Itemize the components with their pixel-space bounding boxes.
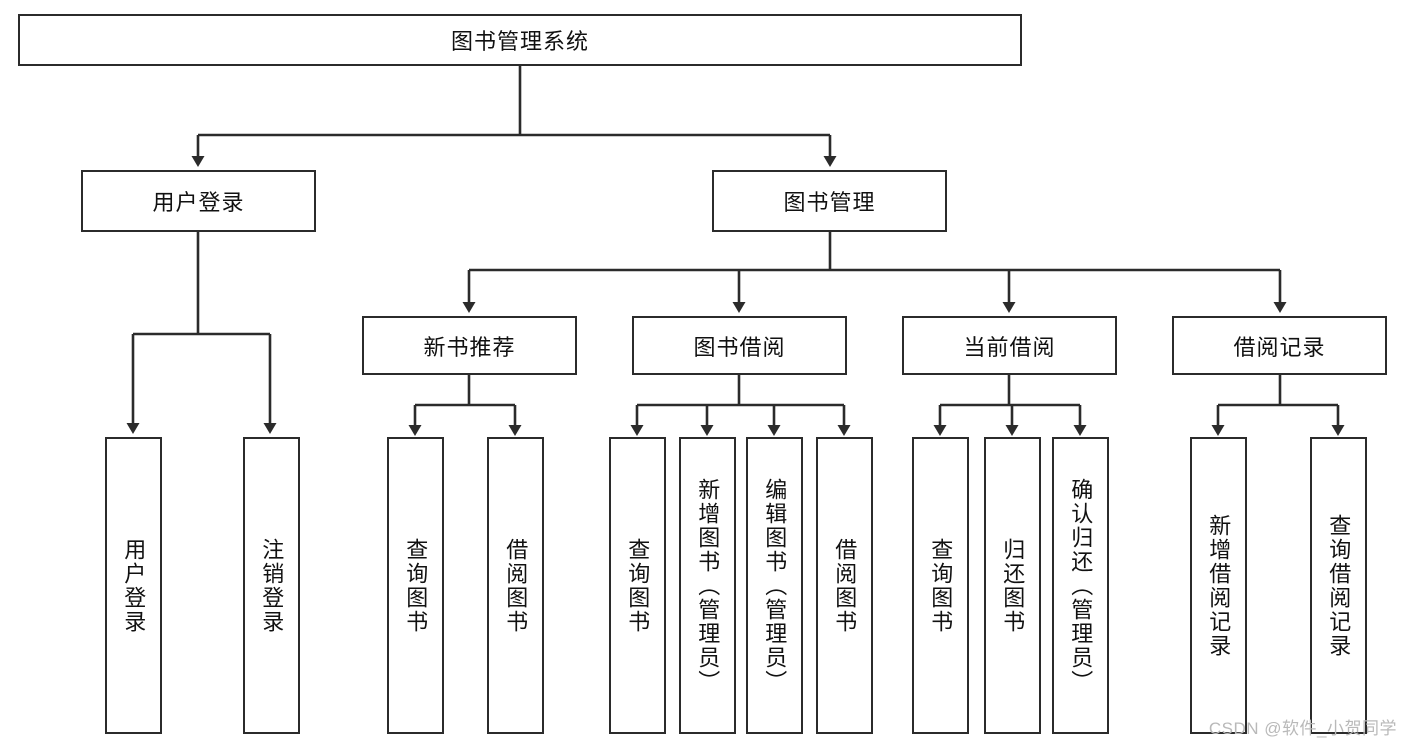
- leaf-query-book-borrow[interactable]: 查询图书: [609, 437, 666, 734]
- leaf-query-book-recommend[interactable]: 查询图书: [387, 437, 444, 734]
- leaf-confirm-return-admin[interactable]: 确认归还（管理员）: [1052, 437, 1109, 734]
- node-book-management[interactable]: 图书管理: [712, 170, 947, 232]
- leaf-borrow-book[interactable]: 借阅图书: [816, 437, 873, 734]
- node-borrow-record[interactable]: 借阅记录: [1172, 316, 1387, 375]
- leaf-query-book-current[interactable]: 查询图书: [912, 437, 969, 734]
- node-current-borrow[interactable]: 当前借阅: [902, 316, 1117, 375]
- leaf-borrow-book-recommend[interactable]: 借阅图书: [487, 437, 544, 734]
- node-new-book-recommend[interactable]: 新书推荐: [362, 316, 577, 375]
- leaf-logout[interactable]: 注销登录: [243, 437, 300, 734]
- csdn-watermark: CSDN @软件_小贺同学: [1208, 719, 1397, 738]
- leaf-user-login[interactable]: 用户登录: [105, 437, 162, 734]
- node-user-login[interactable]: 用户登录: [81, 170, 316, 232]
- leaf-query-borrow-record[interactable]: 查询借阅记录: [1310, 437, 1367, 734]
- leaf-edit-book-admin[interactable]: 编辑图书（管理员）: [746, 437, 803, 734]
- node-book-borrow[interactable]: 图书借阅: [632, 316, 847, 375]
- leaf-add-book-admin[interactable]: 新增图书（管理员）: [679, 437, 736, 734]
- leaf-add-borrow-record[interactable]: 新增借阅记录: [1190, 437, 1247, 734]
- leaf-return-book[interactable]: 归还图书: [984, 437, 1041, 734]
- node-root[interactable]: 图书管理系统: [18, 14, 1022, 66]
